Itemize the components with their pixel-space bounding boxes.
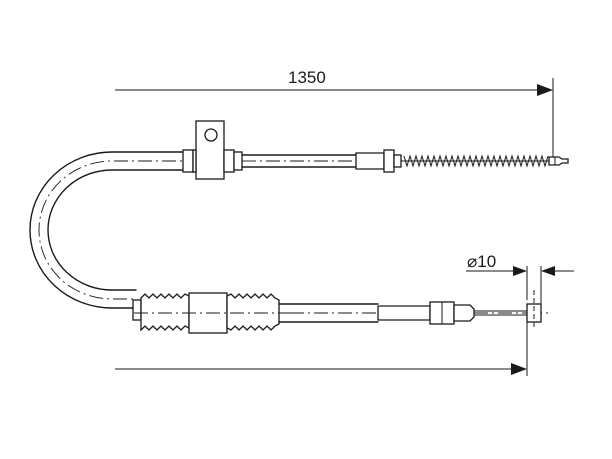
mounting-bracket xyxy=(182,120,243,180)
bottom-dimension xyxy=(115,312,528,376)
lower-sheath-end xyxy=(278,301,475,325)
upper-sheath-end xyxy=(241,149,402,173)
diameter-dimension: ⌀10 xyxy=(466,252,574,318)
return-spring xyxy=(401,154,569,168)
lower-inner-cable xyxy=(474,290,548,330)
diameter-label: ⌀10 xyxy=(467,252,496,271)
length-label: 1350 xyxy=(288,68,326,87)
cable-sheath xyxy=(29,151,200,309)
bracket-hole-icon xyxy=(204,128,218,142)
length-dimension: 1350 xyxy=(115,68,554,162)
lower-bellows xyxy=(132,292,290,334)
